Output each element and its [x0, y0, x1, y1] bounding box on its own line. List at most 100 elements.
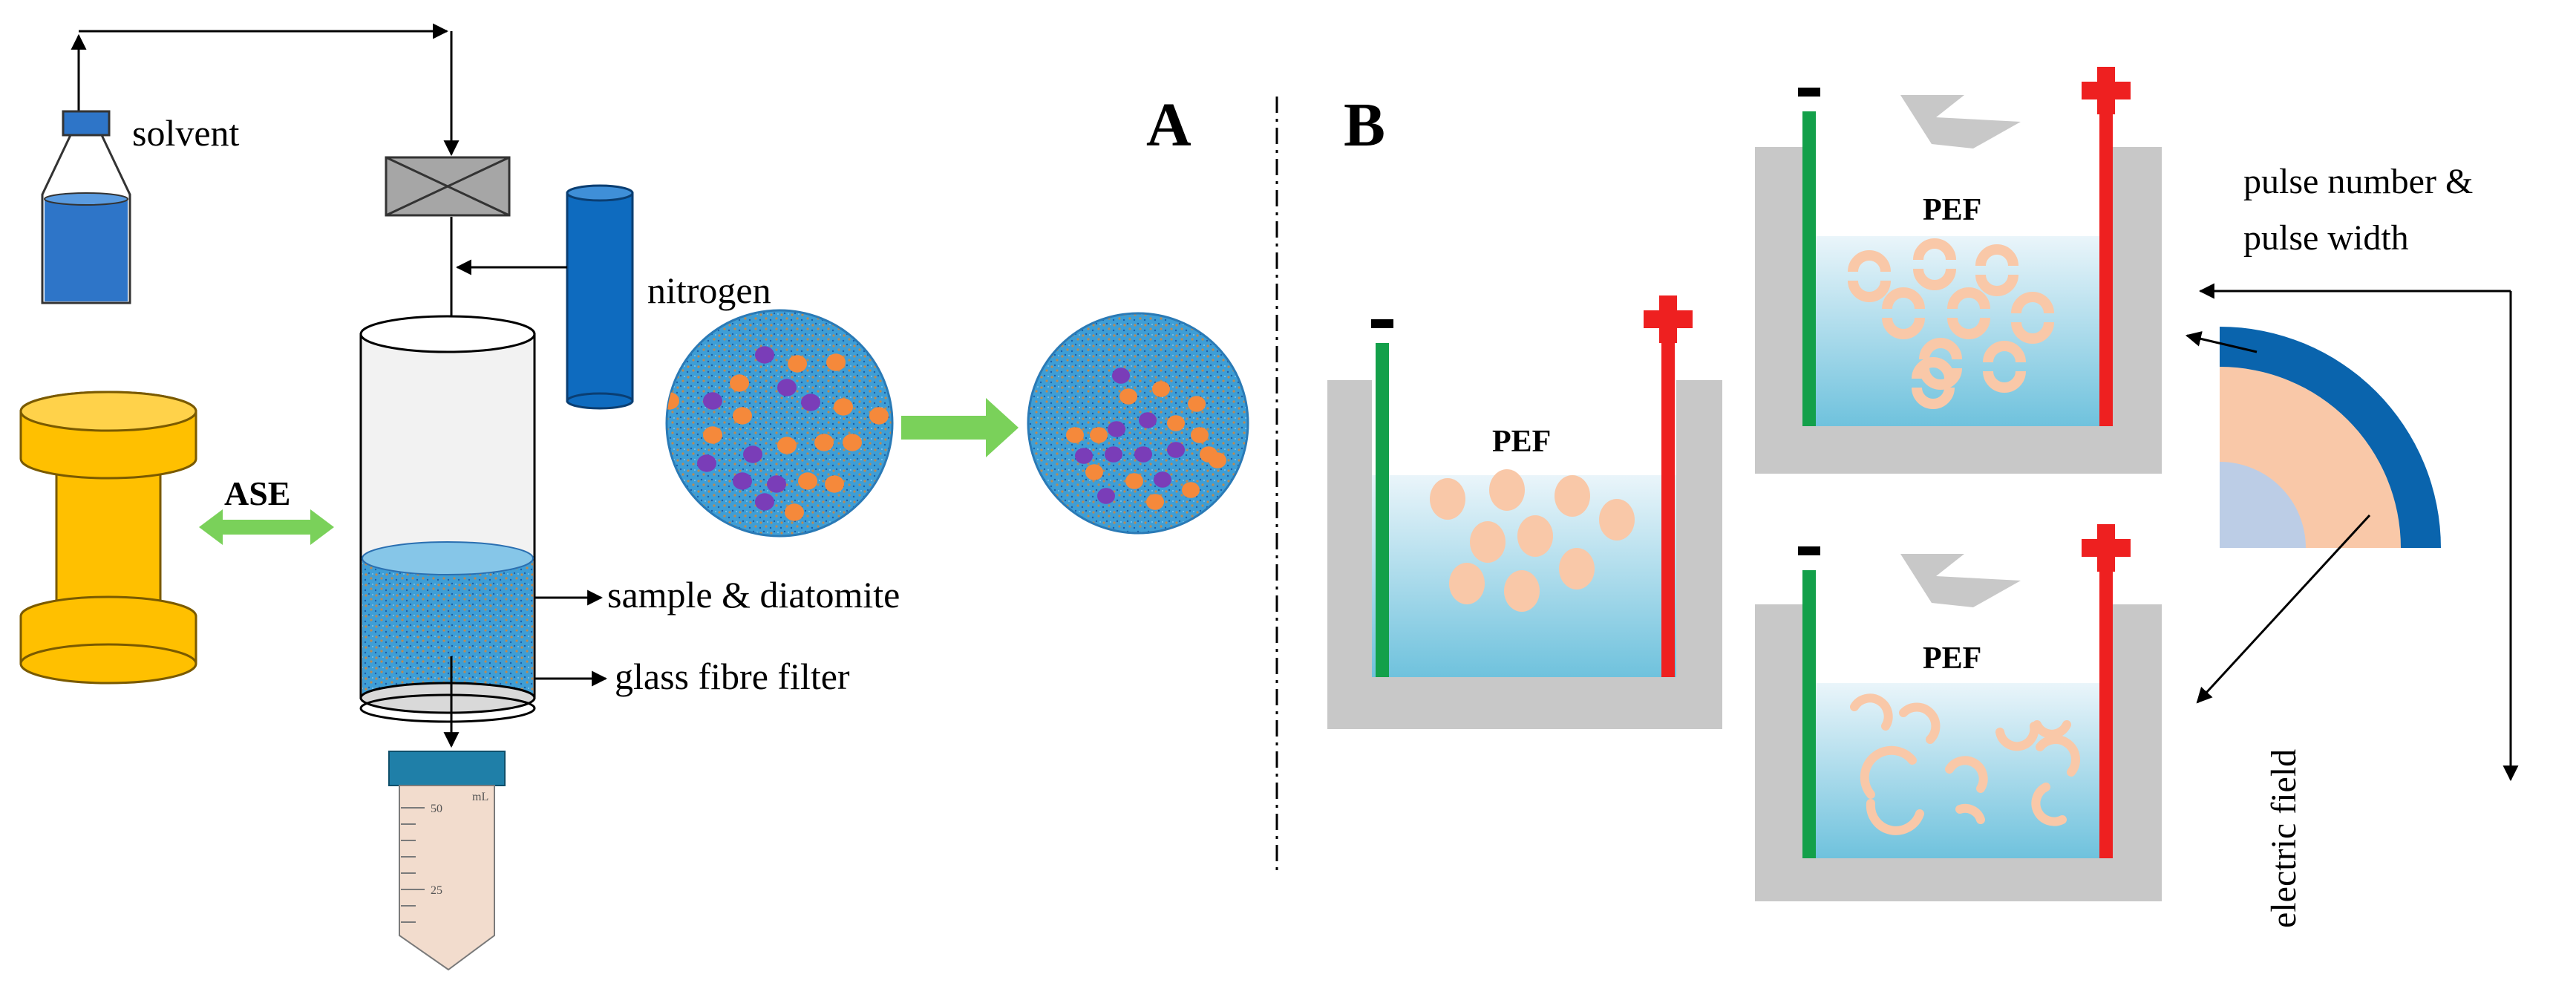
ase-double-arrow: [199, 509, 334, 545]
orange-particle: [834, 398, 853, 416]
porated-cell: [1919, 338, 1962, 390]
sample-before-mixing: [665, 309, 894, 538]
purple-particle: [1097, 488, 1115, 504]
orange-particle: [869, 407, 889, 425]
electrode-negative: [1802, 111, 1816, 426]
purple-particle: [703, 392, 722, 410]
mixing-arrow: [901, 398, 1019, 457]
orange-particle: [788, 355, 807, 373]
orange-particle: [1066, 427, 1084, 443]
plus-sign: [2082, 67, 2131, 114]
plus-sign: [1644, 295, 1693, 343]
porated-cell: [1912, 357, 1955, 409]
panel-a-label: A: [1146, 91, 1191, 160]
orange-particle: [1188, 396, 1206, 412]
porated-cell: [1848, 250, 1891, 302]
porated-cell: [1975, 244, 2018, 296]
intact-cells: [1430, 469, 1635, 612]
purple-particle: [733, 472, 752, 490]
orange-particle: [1167, 415, 1185, 431]
electrode-positive: [2099, 111, 2113, 426]
porated-cell: [1913, 238, 1956, 290]
orange-particle: [733, 407, 752, 425]
purple-particle: [755, 493, 774, 511]
solvent-bottle-icon: [41, 110, 131, 304]
orange-particle: [777, 437, 797, 454]
purple-particle: [1105, 446, 1122, 463]
minus-sign: [1371, 319, 1393, 328]
purple-particle: [1139, 412, 1157, 428]
purple-particle: [801, 393, 820, 411]
purple-particle: [755, 346, 774, 364]
tube-50-label: 50: [431, 803, 442, 815]
panel-a: solvent nitrogen sample & dia: [19, 23, 1249, 971]
purple-particle: [1134, 446, 1152, 463]
pef-label-2: PEF: [1923, 193, 1981, 227]
lightning-icon: [1900, 554, 2021, 607]
plus-sign: [2082, 524, 2131, 572]
purple-particle: [697, 454, 716, 472]
nitrogen-cylinder-icon: [566, 184, 634, 410]
porated-cell: [1947, 287, 1990, 339]
orange-particle: [1152, 381, 1170, 397]
orange-particle: [1209, 452, 1226, 468]
pore-arrow: [2185, 331, 2258, 353]
electrode-positive: [2099, 570, 2113, 858]
purple-particle: [743, 445, 762, 463]
tube-ml-label: mL: [472, 791, 488, 803]
orange-particle: [1090, 427, 1108, 443]
pef-label-1: PEF: [1492, 425, 1551, 459]
orange-particle: [826, 353, 846, 371]
glass-fibre-filter-label: glass fibre filter: [615, 656, 850, 697]
orange-particle: [1182, 482, 1200, 498]
minus-sign: [1798, 88, 1820, 97]
orange-particle: [843, 434, 862, 451]
field-intensity-quadrant: [2220, 327, 2441, 548]
orange-particle: [798, 472, 817, 490]
electrode-positive: [1661, 343, 1675, 677]
orange-particle: [785, 503, 804, 521]
purple-particle: [1154, 471, 1171, 488]
orange-particle: [1085, 464, 1103, 480]
pef-label-3: PEF: [1923, 641, 1981, 676]
porated-cell: [1882, 287, 1925, 339]
pef-chamber-electroporated: PEF: [1755, 67, 2162, 474]
orange-particle: [1191, 427, 1209, 443]
electrode-negative: [1802, 570, 1816, 858]
panel-b: B PEF: [1327, 67, 2519, 928]
panel-b-label: B: [1344, 91, 1385, 160]
purple-particle: [777, 379, 797, 396]
purple-particle: [767, 475, 786, 493]
ase-instrument-icon: [19, 391, 197, 685]
orange-particle: [1125, 473, 1143, 489]
sample-diatomite-label: sample & diatomite: [607, 574, 900, 615]
orange-particle: [1146, 494, 1164, 510]
electric-field-label: electric field: [2264, 749, 2304, 928]
orange-particle: [1119, 388, 1137, 405]
orange-particle: [703, 426, 722, 444]
ase-label: ASE: [224, 474, 290, 512]
porated-cell: [2011, 292, 2054, 344]
purple-particle: [1167, 442, 1185, 458]
solvent-label: solvent: [132, 112, 240, 154]
pef-chamber-intact: PEF: [1327, 295, 1722, 729]
pef-chamber-ruptured: PEF: [1755, 524, 2162, 901]
orange-particle: [814, 434, 834, 451]
orange-particle: [825, 475, 844, 493]
pulse-label-line1: pulse number &: [2243, 162, 2473, 201]
orange-particle: [667, 392, 679, 410]
lightning-icon: [1900, 95, 2021, 148]
nitrogen-label: nitrogen: [647, 270, 771, 311]
sample-after-mixing: [1027, 312, 1249, 535]
centrifuge-tube-icon: 50 25 mL: [388, 751, 506, 971]
purple-particle: [1108, 421, 1125, 437]
tube-25-label: 25: [431, 884, 442, 897]
porated-cell: [1983, 341, 2026, 393]
purple-particle: [1112, 368, 1130, 384]
orange-particle: [730, 374, 749, 392]
valve-icon: [385, 156, 511, 217]
purple-particle: [1075, 448, 1093, 464]
pulse-label-line2: pulse width: [2243, 218, 2409, 258]
minus-sign: [1798, 546, 1820, 555]
